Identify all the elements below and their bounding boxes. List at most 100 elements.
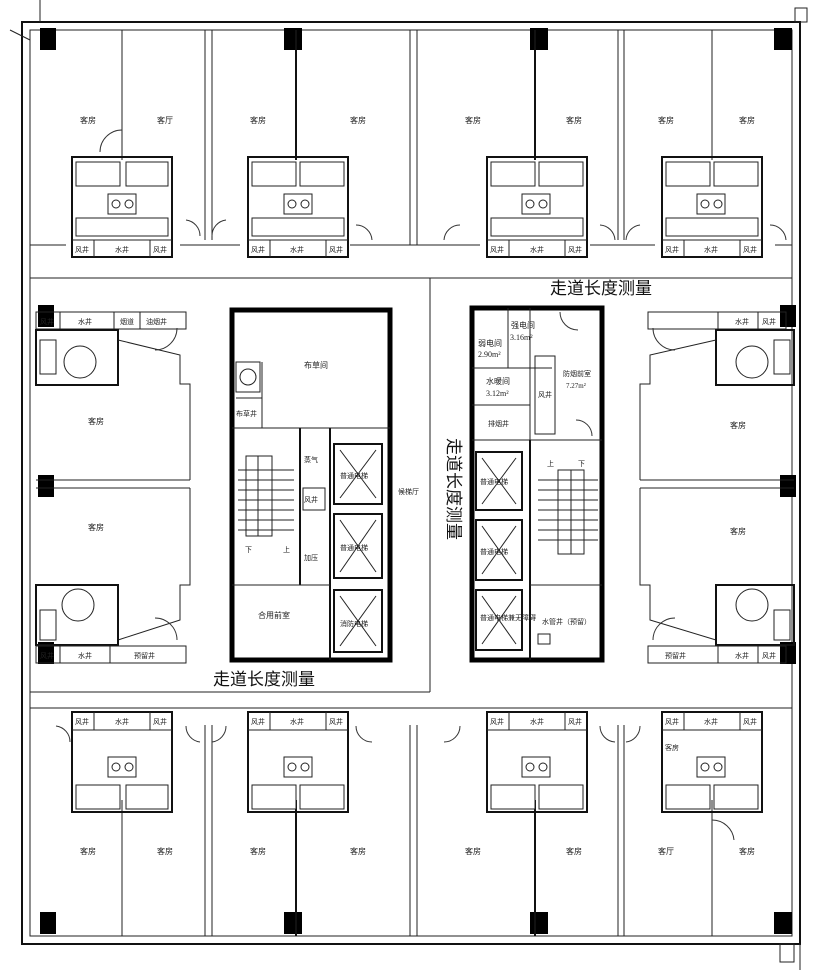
room-label: 客房 [665, 743, 679, 752]
left-wing: 风井 水井 烟道 油烟井 风井 水井 预留井 客房 客房 [35, 311, 191, 664]
linen-shaft-label: 布草井 [236, 409, 257, 418]
room-label: 客房 [658, 115, 674, 125]
room-label: 客房 [157, 846, 173, 856]
wind-shaft-label: 风井 [251, 717, 265, 726]
corridor-measurement-label-top: 走道长度测量 [550, 279, 652, 299]
stair-treads [538, 479, 598, 541]
bottom-bathroom-pod-4: 风井 水井 风井 客房 [661, 711, 763, 813]
stair-down-label: 下 [245, 546, 252, 554]
water-shaft-label: 水井 [704, 717, 718, 726]
room-label: 客房 [739, 846, 755, 856]
bottom-room-labels: 客房 客房 客房 客房 客房 客房 客厅 客房 [80, 846, 755, 856]
wind-shaft-label: 风井 [490, 245, 504, 254]
wind-shaft-label: 风井 [743, 717, 757, 726]
wind-shaft-label: 风井 [568, 717, 582, 726]
oil-smoke-shaft-label: 油烟井 [146, 317, 167, 326]
pressurization-label: 加压 [304, 553, 318, 562]
right-core: 弱电间 2.90m² 强电间 3.16m² 水暖间 3.12m² 排烟井 风井 … [469, 305, 605, 663]
wind-shaft-label: 风井 [40, 317, 54, 326]
top-bathroom-pod-4: 风井 水井 风井 [661, 156, 763, 258]
top-room-labels: 客房 客厅 客房 客房 客房 客房 客房 客房 [80, 115, 755, 125]
wind-shaft-label: 风井 [665, 245, 679, 254]
wind-shaft-label: 风井 [568, 245, 582, 254]
room-label: 客厅 [658, 846, 674, 856]
reserved-shaft-label: 预留井 [134, 651, 155, 660]
smoke-shaft-label: 排烟井 [488, 419, 509, 428]
top-doors [99, 129, 787, 241]
water-shaft-label: 水井 [115, 717, 129, 726]
wind-shaft-label: 风井 [153, 245, 167, 254]
strong-power-label: 强电间 [511, 320, 535, 330]
corridor-outline [30, 277, 792, 693]
water-shaft-label: 水井 [530, 717, 544, 726]
wind-shaft-label: 风井 [490, 717, 504, 726]
room-label: 客房 [88, 416, 104, 426]
wind-shaft-label: 风井 [762, 317, 776, 326]
wind-shaft-label: 风井 [538, 390, 552, 399]
water-shaft-label: 水井 [735, 317, 749, 326]
chimney-label: 烟道 [120, 317, 134, 326]
room-label: 客房 [80, 846, 96, 856]
room-label: 客房 [465, 846, 481, 856]
elevator-label: 普通电梯 [480, 547, 508, 556]
wind-shaft-label: 风井 [40, 651, 54, 660]
corridor-measurement-label-bottom: 走道长度测量 [213, 670, 315, 690]
smoke-front-area: 7.27m² [566, 382, 586, 390]
smoke-front-room-label: 防烟前室 [563, 369, 591, 378]
weak-power-area: 2.90m² [478, 350, 501, 359]
elevator-label: 普通电梯 [480, 477, 508, 486]
room-label: 客房 [88, 522, 104, 532]
wind-shaft-label: 风井 [743, 245, 757, 254]
bottom-bathroom-pod-3: 风井 水井 风井 [486, 711, 588, 813]
weak-power-label: 弱电间 [478, 338, 502, 348]
water-shaft-label: 水井 [115, 245, 129, 254]
room-label: 客房 [465, 115, 481, 125]
wind-shaft-label: 风井 [251, 245, 265, 254]
water-shaft-label: 水井 [530, 245, 544, 254]
bottom-bathroom-pod-1: 风井 水井 风井 [71, 711, 173, 813]
stair-down-label: 下 [578, 460, 585, 468]
water-shaft-label: 水井 [78, 651, 92, 660]
top-bathroom-pod-2: 风井 水井 风井 [247, 156, 349, 258]
bottom-room-partitions [30, 707, 792, 936]
wind-shaft-label: 风井 [304, 495, 318, 504]
reserved-shaft-label: 预留井 [665, 651, 686, 660]
stair-up-label: 上 [283, 545, 290, 554]
water-room-label: 水暖间 [486, 376, 510, 386]
shared-front-room-label: 合用前室 [258, 610, 290, 620]
water-shaft-label: 水井 [704, 245, 718, 254]
wind-shaft-label: 风井 [329, 245, 343, 254]
room-label: 客房 [730, 526, 746, 536]
water-room-area: 3.12m² [486, 389, 509, 398]
stair-up-label: 上 [547, 459, 554, 468]
right-wing: 水井 风井 预留井 水井 风井 客房 客房 [639, 311, 795, 664]
room-label: 客房 [739, 115, 755, 125]
top-bathroom-pod-1: 风井 水井 风井 [71, 156, 173, 258]
elevator-hall-label: 候梯厅 [398, 487, 419, 496]
bottom-bathroom-pod-2: 风井 水井 风井 [247, 711, 349, 813]
room-label: 客房 [730, 420, 746, 430]
water-shaft-label: 水井 [290, 245, 304, 254]
strong-power-area: 3.16m² [510, 333, 533, 342]
elevator-combined-label: 普通电梯兼无障碍 [480, 613, 536, 622]
room-label: 客房 [566, 846, 582, 856]
top-room-partitions [30, 30, 792, 279]
left-core: 布草间 布草井 下 上 蒸气 风井 加压 合用前室 普通电梯 普通电梯 消防电梯… [229, 307, 419, 663]
elevator-label: 普通电梯 [340, 543, 368, 552]
room-label: 客厅 [157, 115, 173, 125]
bottom-doors [55, 725, 735, 841]
water-shaft-label: 水井 [78, 317, 92, 326]
wind-shaft-label: 风井 [762, 651, 776, 660]
room-label: 客房 [80, 115, 96, 125]
wind-shaft-label: 风井 [75, 717, 89, 726]
elevator-label: 普通电梯 [340, 471, 368, 480]
room-label: 客房 [250, 846, 266, 856]
room-label: 客房 [250, 115, 266, 125]
wind-shaft-label: 风井 [153, 717, 167, 726]
corridor-measurement-label-vertical: 走道长度测量 [443, 438, 463, 540]
room-label: 客房 [350, 115, 366, 125]
wind-shaft-label: 风井 [329, 717, 343, 726]
building-outline [9, 0, 808, 970]
water-shaft-label: 水井 [290, 717, 304, 726]
